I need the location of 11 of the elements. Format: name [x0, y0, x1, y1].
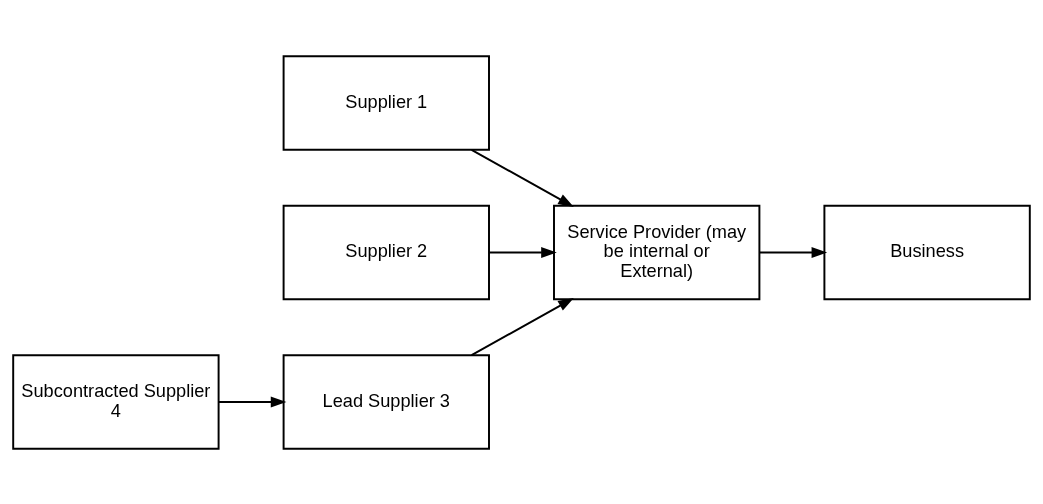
arrow	[470, 148, 574, 207]
node-box: Business	[823, 204, 1031, 300]
node-box: Supplier 2	[282, 204, 490, 300]
arrow	[470, 297, 574, 356]
arrow	[758, 246, 828, 258]
node-box: Lead Supplier 3	[282, 353, 490, 450]
arrow	[488, 246, 557, 258]
node-box: Subcontracted Supplier 4	[12, 353, 220, 450]
node-box: Service Provider (may be internal or External)	[553, 204, 761, 300]
node-box: Supplier 1	[282, 54, 490, 151]
arrow	[217, 396, 287, 407]
